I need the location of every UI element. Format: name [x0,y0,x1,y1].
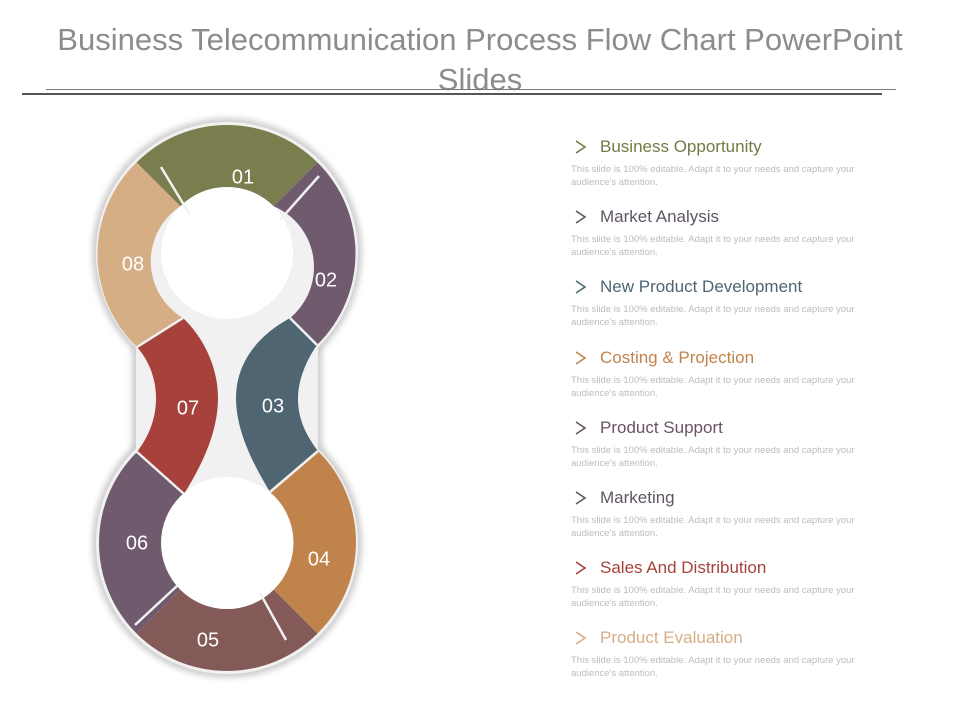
segment-separators [134,166,320,641]
list-item-title: Sales And Distribution [600,558,767,578]
segment-separator [258,592,288,641]
list-item: New Product Development This slide is 10… [568,276,908,346]
flow-segment-07 [137,318,218,494]
segment-separator [289,317,318,346]
chevron-right-icon [575,140,587,154]
flow-segment-04 [270,451,356,634]
segment-separator [136,451,185,495]
chevron-right-icon [575,561,587,575]
list-item-title: New Product Development [600,277,803,297]
list-item-description: This slide is 100% editable. Adapt it to… [571,585,855,610]
chevron-right-icon [575,631,587,645]
chevron-right-icon [575,350,587,365]
slide-title: Business Telecommunication Process Flow … [57,22,903,97]
list-item-title: Market Analysis [600,207,720,227]
flow-segment-01 [136,125,318,207]
segment-number-label: 04 [308,548,330,570]
list-item-description: This slide is 100% editable. Adapt it to… [571,164,855,188]
flow-segment-08 [97,162,183,347]
segment-number-label: 03 [262,395,284,417]
list-item-description: This slide is 100% editable. Adapt it to… [571,444,855,469]
list-item-title: Costing & Projection [600,347,755,367]
list-item-description: This slide is 100% editable. Adapt it to… [571,374,855,399]
title-divider-thin [46,89,896,90]
segment-number-label: 07 [177,397,199,419]
list-item: Costing & Projection This slide is 100% … [568,347,908,417]
list-item-description: This slide is 100% editable. Adapt it to… [571,234,855,259]
flow-segment-03 [236,318,318,492]
process-step-list: Business Opportunity This slide is 100% … [568,136,908,698]
chevron-right-icon [575,210,587,224]
list-item: Marketing This slide is 100% editable. A… [568,487,908,557]
chevron-right-icon [575,491,587,505]
list-item: Product Support This slide is 100% edita… [568,417,908,487]
segment-number-label: 02 [315,269,337,291]
list-item: Sales And Distribution This slide is 100… [568,557,908,627]
list-item-description: This slide is 100% editable. Adapt it to… [571,304,855,329]
list-item-description: This slide is 100% editable. Adapt it to… [571,514,855,539]
list-item-title: Business Opportunity [600,137,762,156]
list-item-title: Product Support [600,417,723,437]
flow-segment-05 [136,589,318,671]
segment-separator [279,175,320,221]
flow-segment-02 [273,162,356,345]
list-item-title: Marketing [600,487,675,507]
segment-separator [134,584,179,626]
flow-segment-06 [99,452,184,634]
segment-number-label: 08 [122,253,144,275]
segment-number-label: 06 [126,532,148,554]
list-item: Market Analysis This slide is 100% edita… [568,206,908,276]
segment-number-label: 01 [232,166,254,188]
segment-number-label: 05 [197,629,219,651]
list-item-description: This slide is 100% editable. Adapt it to… [571,655,855,680]
list-item: Business Opportunity This slide is 100% … [568,136,908,206]
title-divider-thick [22,93,882,95]
list-item-title: Product Evaluation [600,628,743,648]
ring-holes [161,187,293,609]
chevron-right-icon [575,280,587,295]
chevron-right-icon [575,421,587,435]
segment-separator [136,316,184,349]
segment-separator [269,450,319,493]
list-item: Product Evaluation This slide is 100% ed… [568,627,908,697]
segment-separator [159,166,192,216]
